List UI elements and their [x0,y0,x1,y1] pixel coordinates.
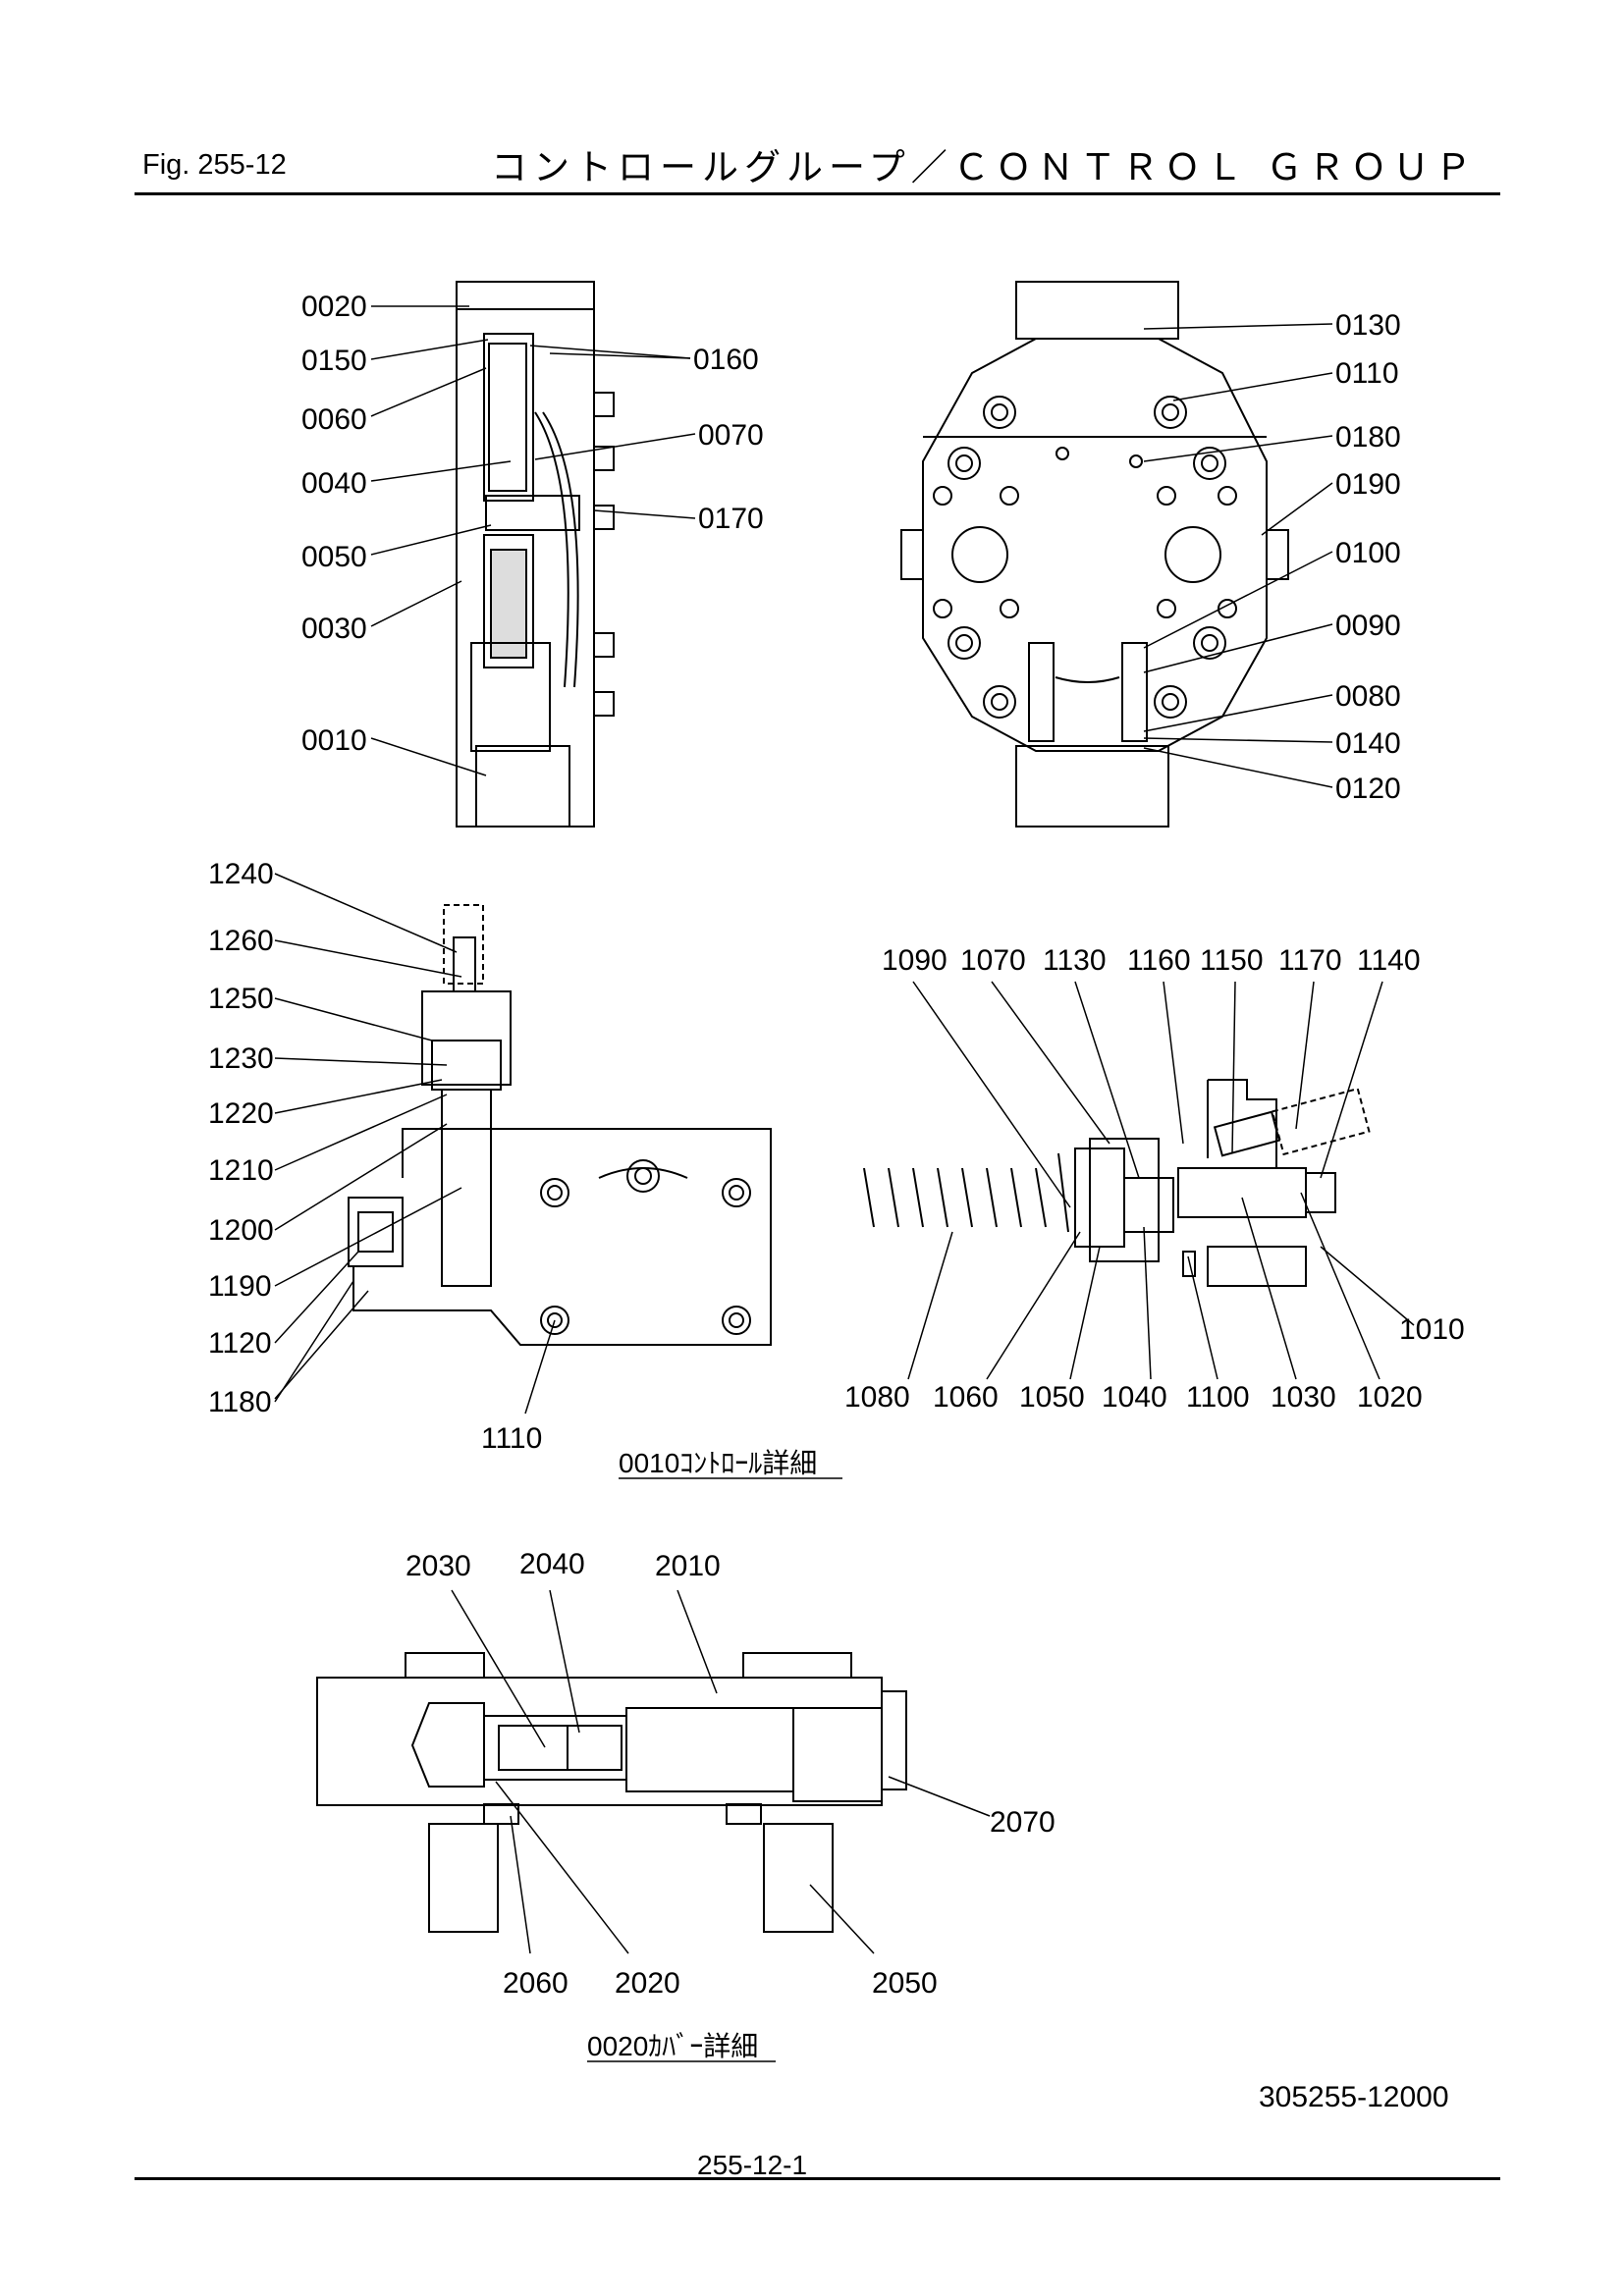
side-view-drawing [456,281,615,828]
figure-number: Fig. 255-12 [142,149,287,181]
part-label: 0040 [301,467,367,500]
part-label: 2050 [872,1967,938,2000]
part-label: 1080 [844,1381,910,1414]
part-label: 1230 [208,1042,274,1075]
part-label: 2030 [406,1550,471,1582]
part-label: 1180 [208,1386,272,1418]
control-detail-right-drawing [863,1079,1371,1287]
part-label: 1020 [1357,1381,1423,1414]
part-label: 0060 [301,403,367,436]
part-label: 0050 [301,541,367,573]
part-label: 0190 [1335,468,1401,501]
part-label: 1260 [208,925,274,957]
part-label: 0070 [698,419,764,452]
part-label: 1100 [1186,1381,1250,1414]
part-label: 0120 [1335,773,1401,805]
part-label: 1050 [1019,1381,1085,1414]
leader-lines [274,305,1415,1954]
part-label: 1130 [1043,944,1107,977]
part-label: 0150 [301,345,367,377]
part-label: 1010 [1399,1313,1465,1346]
part-label: 0080 [1335,680,1401,713]
part-label: 1160 [1127,944,1191,977]
part-label: 0180 [1335,421,1401,454]
part-label: 1120 [208,1327,272,1360]
part-label: 1150 [1200,944,1264,977]
part-label: 0090 [1335,610,1401,642]
part-label: 0170 [698,503,764,535]
control-detail-left-drawing [348,904,772,1346]
page-title: コントロールグループ／ＣＯＮＴＲＯＬ ＧＲＯＵＰ [491,146,1478,188]
part-label: 1030 [1271,1381,1336,1414]
part-label: 1190 [208,1270,272,1303]
part-label: 1060 [933,1381,999,1414]
part-label: 1170 [1278,944,1342,977]
part-label: 1250 [208,983,274,1015]
cover-detail-caption: 0020ｶﾊﾞｰ詳細 [587,2031,758,2061]
part-label: 2040 [519,1548,585,1580]
part-label: 1210 [208,1154,274,1187]
header-rule [135,192,1500,195]
part-label: 0110 [1335,357,1399,390]
part-label: 0160 [693,344,759,376]
part-label: 1040 [1102,1381,1167,1414]
part-label: 0020 [301,291,367,323]
part-label: 0010 [301,724,367,757]
cover-detail-drawing [316,1652,907,1933]
front-view-drawing [900,281,1289,828]
part-label: 2070 [990,1806,1056,1839]
part-label: 1070 [960,944,1026,977]
part-label: 1090 [882,944,947,977]
part-label: 0030 [301,613,367,645]
part-label: 1140 [1357,944,1421,977]
part-label: 1110 [481,1422,542,1455]
part-label: 2020 [615,1967,680,2000]
drawing-number: 305255-12000 [1259,2081,1449,2113]
part-label: 0130 [1335,309,1401,342]
part-label: 2010 [655,1550,721,1582]
page-number: 255-12-1 [697,2150,808,2180]
part-label: 1200 [208,1214,274,1247]
part-label: 1240 [208,858,274,890]
part-label: 0140 [1335,727,1401,760]
footer-rule [135,2177,1500,2180]
control-detail-caption: 0010ｺﾝﾄﾛｰﾙ詳細 [619,1448,817,1478]
part-label: 2060 [503,1967,568,2000]
part-label: 0100 [1335,537,1401,569]
part-label: 1220 [208,1097,274,1130]
